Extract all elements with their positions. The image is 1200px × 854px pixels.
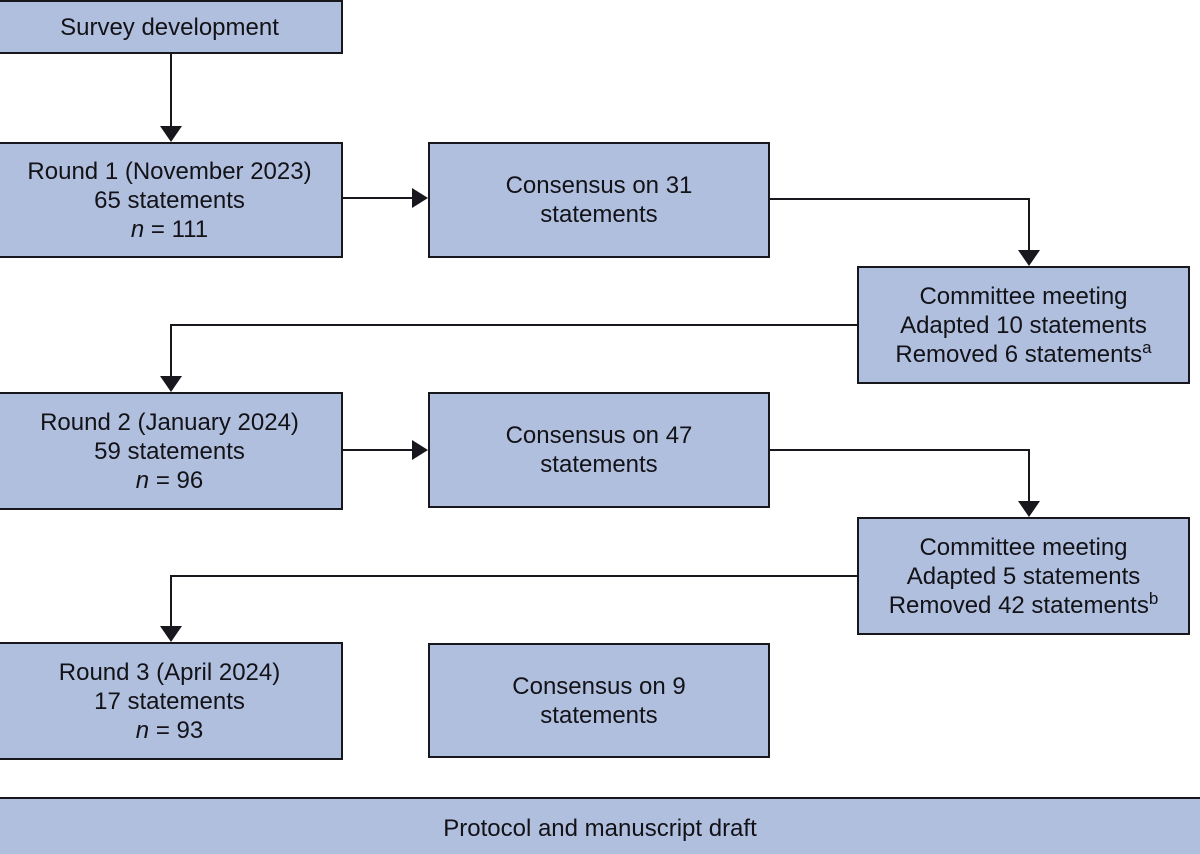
round1-title: Round 1 (November 2023)	[27, 157, 312, 185]
arrowhead-survey-to-round1	[160, 126, 182, 142]
committee2-adapted: Adapted 5 statements	[906, 562, 1141, 590]
arrowhead-committee2-to-round3	[160, 626, 182, 642]
round3-title: Round 3 (April 2024)	[58, 658, 281, 686]
n-symbol: n	[135, 716, 150, 744]
n-value: = 93	[155, 716, 204, 744]
footnote-b: b	[1148, 588, 1159, 608]
round3-sample-size: n = 93	[136, 716, 203, 745]
committee2-box: Committee meeting Adapted 5 statements R…	[857, 517, 1190, 635]
arrowhead-consensus2-to-committee2	[1018, 501, 1040, 517]
connector-committee1-to-round2-hline	[170, 324, 857, 326]
consensus2-box: Consensus on 47 statements	[428, 392, 770, 508]
committee1-removed: Removed 6 statementsa	[895, 337, 1152, 369]
connector-round1-to-consensus1-line	[343, 197, 413, 199]
survey-development-label: Survey development	[60, 13, 279, 41]
round3-box: Round 3 (April 2024) 17 statements n = 9…	[0, 642, 343, 760]
n-value: = 96	[155, 466, 204, 494]
consensus2-line2: statements	[540, 451, 658, 478]
consensus1-line2: statements	[540, 201, 658, 228]
committee1-adapted: Adapted 10 statements	[900, 311, 1147, 339]
arrowhead-committee1-to-round2	[160, 376, 182, 392]
connector-round2-to-consensus2-line	[343, 449, 413, 451]
consensus1-line1: Consensus on 31	[505, 172, 693, 199]
connector-consensus1-to-committee1-vline	[1028, 198, 1030, 252]
n-value: = 111	[150, 215, 209, 243]
connector-consensus2-to-committee2-hline	[770, 449, 1030, 451]
connector-committee2-to-round3-vline	[170, 575, 172, 628]
round2-sample-size: n = 96	[136, 466, 203, 495]
round1-box: Round 1 (November 2023) 65 statements n …	[0, 142, 343, 258]
connector-consensus1-to-committee1-hline	[770, 198, 1030, 200]
n-symbol: n	[130, 215, 145, 243]
committee2-removed: Removed 42 statementsb	[888, 588, 1159, 620]
connector-committee1-to-round2-vline	[170, 324, 172, 378]
connector-consensus2-to-committee2-vline	[1028, 449, 1030, 503]
protocol-draft-bar: Protocol and manuscript draft	[0, 797, 1200, 854]
consensus1-box: Consensus on 31 statements	[428, 142, 770, 258]
consensus3-line1: Consensus on 9	[512, 672, 686, 700]
round2-box: Round 2 (January 2024) 59 statements n =…	[0, 392, 343, 510]
connector-committee2-to-round3-hline	[170, 575, 857, 577]
committee1-removed-text: Removed 6 statements	[895, 340, 1143, 368]
round1-sample-size: n = 111	[131, 215, 208, 244]
committee2-removed-text: Removed 42 statements	[888, 591, 1149, 619]
arrowhead-round1-to-consensus1	[412, 188, 428, 208]
consensus2-line1: Consensus on 47	[505, 422, 693, 449]
protocol-draft-label: Protocol and manuscript draft	[443, 815, 757, 842]
committee1-box: Committee meeting Adapted 10 statements …	[857, 266, 1190, 384]
consensus3-line2: statements	[540, 701, 658, 729]
committee2-title: Committee meeting	[919, 533, 1128, 561]
round3-statements: 17 statements	[94, 687, 245, 715]
footnote-a: a	[1142, 337, 1152, 357]
n-symbol: n	[135, 466, 150, 494]
round2-title: Round 2 (January 2024)	[40, 408, 299, 436]
consensus3-box: Consensus on 9 statements	[428, 643, 770, 758]
arrowhead-round2-to-consensus2	[412, 440, 428, 460]
round2-statements: 59 statements	[94, 437, 245, 465]
round1-statements: 65 statements	[94, 186, 245, 214]
committee1-title: Committee meeting	[919, 282, 1128, 310]
survey-development-box: Survey development	[0, 0, 343, 54]
connector-survey-to-round1-line	[170, 54, 172, 128]
arrowhead-consensus1-to-committee1	[1018, 250, 1040, 266]
